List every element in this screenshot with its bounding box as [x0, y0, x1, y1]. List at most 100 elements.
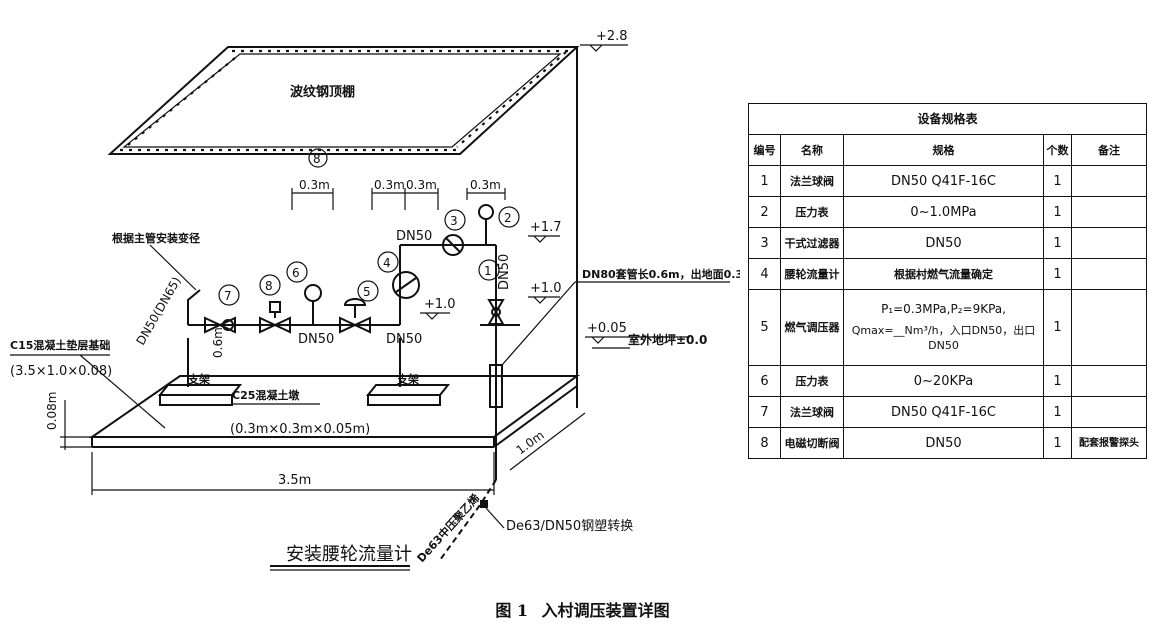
callout-7: 7 — [224, 289, 232, 303]
row-count: 1 — [1043, 227, 1072, 259]
row-note — [1071, 289, 1147, 366]
installation-diagram: 波纹钢顶棚 +2.8 支架 支架 — [10, 29, 740, 571]
row-note — [1071, 365, 1147, 397]
roof-canopy — [107, 46, 580, 155]
support-left-label: 支架 — [187, 372, 210, 386]
callout-1: 1 — [484, 264, 492, 278]
header-spec: 规格 — [843, 134, 1044, 166]
row-note: 配套报警探头 — [1071, 427, 1147, 459]
row-spec: DN50 — [843, 227, 1044, 259]
row-no: 8 — [748, 427, 781, 459]
dim-0.6m: 0.6m — [211, 327, 225, 358]
dim-3.5m: 3.5m — [278, 473, 311, 488]
transition-label: De63/DN50钢塑转换 — [506, 519, 633, 534]
support-right-label: 支架 — [396, 372, 419, 386]
dim-0.08m: 0.08m — [45, 392, 59, 430]
pe-pipe-label: De63中压聚乙烯 — [414, 491, 483, 565]
equipment-spec-table: 设备规格表 编号 名称 规格 个数 备注 1 法兰球阀 DN50 Q41F-16… — [748, 103, 1147, 459]
pipe-sleeve — [489, 364, 503, 408]
table-title: 设备规格表 — [748, 103, 1147, 135]
table-row: 4 腰轮流量计 根据村燃气流量确定 1 — [748, 258, 1147, 290]
row-no: 2 — [748, 196, 781, 228]
pipe-label-dn50-top: DN50 — [396, 229, 432, 244]
row-count: 1 — [1043, 396, 1072, 428]
roof-label: 波纹钢顶棚 — [290, 84, 355, 100]
concrete-pier-left — [157, 338, 243, 406]
row-note — [1071, 196, 1147, 228]
table-row: 6 压力表 0~20KPa 1 — [748, 365, 1147, 397]
pipeline — [187, 244, 520, 480]
regulator-5-icon — [339, 298, 371, 334]
elevation-1.7: +1.7 — [530, 220, 562, 235]
table-row: 2 压力表 0~1.0MPa 1 — [748, 196, 1147, 228]
table-row: 1 法兰球阀 DN50 Q41F-16C 1 — [748, 165, 1147, 197]
callout-3: 3 — [450, 214, 458, 228]
row-no: 5 — [748, 289, 781, 366]
base-foundation-size: (3.5×1.0×0.08) — [10, 364, 112, 379]
callout-8: 8 — [265, 279, 273, 293]
row-name: 干式过滤器 — [780, 227, 844, 259]
row-no: 4 — [748, 258, 781, 290]
row-note — [1071, 227, 1147, 259]
row-spec: DN50 Q41F-16C — [843, 165, 1044, 197]
dim-0.3m-a: 0.3m — [299, 178, 330, 192]
table-row: 7 法兰球阀 DN50 Q41F-16C 1 — [748, 396, 1147, 428]
table-row: 8 电磁切断阀 DN50 1 配套报警探头 — [748, 427, 1147, 459]
filter-3-icon — [442, 234, 464, 256]
row-no: 3 — [748, 227, 781, 259]
row-spec-line2: Qmax=__Nm³/h，入口DN50，出口DN50 — [851, 324, 1036, 352]
pipe-label-dn50-vertical: DN50 — [497, 254, 512, 290]
header-count: 个数 — [1043, 134, 1072, 166]
row-spec: 0~1.0MPa — [843, 196, 1044, 228]
row-note — [1071, 165, 1147, 197]
callout-6: 6 — [292, 266, 300, 280]
ball-valve-7-icon — [204, 316, 236, 334]
note-pipe-diameter: 根据主管安装变径 — [112, 231, 200, 245]
dim-0.3m-d: 0.3m — [470, 178, 501, 192]
elevation-1.0-mid: +1.0 — [424, 297, 456, 312]
row-spec: 根据村燃气流量确定 — [843, 258, 1044, 290]
header-note: 备注 — [1071, 134, 1147, 166]
dim-0.3m-c: 0.3m — [406, 178, 437, 192]
callout-4: 4 — [383, 256, 391, 270]
solenoid-valve-8-icon — [259, 301, 291, 334]
table-header-row: 编号 名称 规格 个数 备注 — [748, 134, 1147, 166]
figure-number: 图 1 — [495, 601, 529, 620]
ball-valve-1-icon — [487, 299, 505, 325]
callout-5: 5 — [363, 285, 371, 299]
ground-level-label: 室外地坪±0.0 — [628, 332, 707, 347]
row-spec: 0~20KPa — [843, 365, 1044, 397]
pier-label: C25混凝土墩 — [232, 388, 300, 402]
row-note — [1071, 396, 1147, 428]
row-count: 1 — [1043, 365, 1072, 397]
header-no: 编号 — [748, 134, 781, 166]
row-name: 电磁切断阀 — [780, 427, 844, 459]
pe-pipe — [439, 479, 497, 561]
steel-plastic-transition — [480, 500, 488, 508]
figure-caption: 图 1 入村调压装置详图 — [0, 597, 1165, 621]
pier-size: (0.3m×0.3m×0.05m) — [230, 422, 370, 437]
row-count: 1 — [1043, 258, 1072, 290]
figure-title: 入村调压装置详图 — [541, 601, 670, 620]
row-spec: DN50 — [843, 427, 1044, 459]
row-count: 1 — [1043, 427, 1072, 459]
row-no: 6 — [748, 365, 781, 397]
dim-0.3m-b: 0.3m — [374, 178, 405, 192]
row-count: 1 — [1043, 165, 1072, 197]
base-foundation-label: C15混凝土垫层基础 — [10, 338, 110, 352]
row-name: 法兰球阀 — [780, 165, 844, 197]
row-spec-line1: P₁=0.3MPa,P₂=9KPa, — [881, 302, 1006, 316]
row-name: 压力表 — [780, 196, 844, 228]
row-count: 1 — [1043, 196, 1072, 228]
row-count: 1 — [1043, 289, 1072, 366]
dim-1.0m: 1.0m — [514, 428, 547, 457]
row-spec: P₁=0.3MPa,P₂=9KPa, Qmax=__Nm³/h，入口DN50，出… — [843, 289, 1044, 366]
row-name: 压力表 — [780, 365, 844, 397]
elevation-top: +2.8 — [596, 29, 628, 44]
elevation-0.05: +0.05 — [587, 321, 627, 336]
pipe-label-dn50-dn65: DN50(DN65) — [133, 274, 183, 347]
row-no: 7 — [748, 396, 781, 428]
row-name: 腰轮流量计 — [780, 258, 844, 290]
concrete-pier-right — [365, 338, 451, 406]
callout-2: 2 — [504, 211, 512, 225]
